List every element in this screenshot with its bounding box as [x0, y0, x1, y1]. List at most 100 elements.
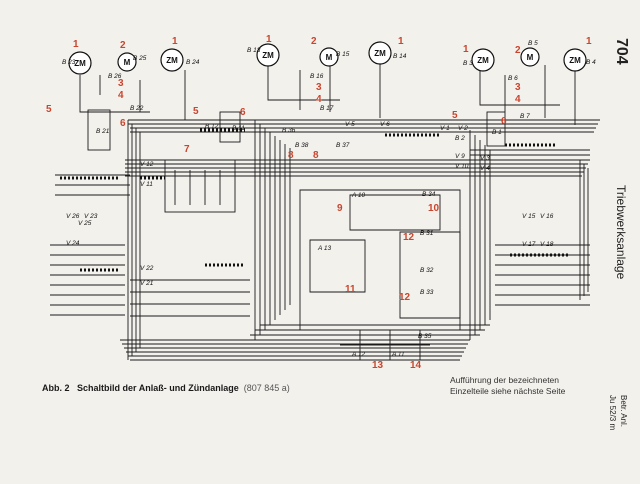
callout-number: 5 [452, 110, 458, 121]
margin-ref-2: Ju 52/3 m [608, 395, 617, 431]
component-label: B 25 [133, 55, 147, 62]
component-label: B 16 [310, 73, 324, 80]
note-line-1: Aufführung der bezeichneten [450, 375, 560, 385]
callout-number: 8 [313, 150, 319, 161]
component-label: B 6 [508, 75, 518, 82]
component-label: B 12 [205, 123, 219, 130]
motor-label: M [326, 53, 333, 62]
component-label: B 34 [422, 191, 436, 198]
component-label: B 7 [520, 113, 530, 120]
strip-label: V 5 [345, 121, 355, 128]
component-label: B 32 [420, 267, 434, 274]
component-label: A 13 [317, 245, 332, 252]
strip-label: V 3 [480, 155, 490, 162]
component-label: B 23 [62, 59, 76, 66]
component-label: B 13 [247, 47, 261, 54]
strip-label: V 25 [78, 220, 92, 227]
component-label: B 33 [420, 289, 434, 296]
component-label: B 1 [492, 129, 502, 136]
callout-number: 3 [316, 82, 322, 93]
callout-number: 12 [403, 232, 415, 243]
callout-number: 6 [501, 116, 507, 127]
component-label: B 37 [336, 142, 350, 149]
component-label: B 15 [336, 51, 350, 58]
callout-number: 1 [463, 44, 469, 55]
motor-label: M [124, 58, 131, 67]
component-label: B 21 [96, 128, 110, 135]
component-label: B 31 [420, 230, 434, 237]
strip-label: V 2 [458, 125, 468, 132]
component-label: B 11 [232, 125, 245, 132]
strip-label: V 9 [455, 153, 465, 160]
magneto-label: ZM [74, 59, 86, 68]
callout-number: 1 [172, 36, 178, 47]
component-label: B 4 [586, 59, 596, 66]
callout-number: 1 [73, 39, 79, 50]
callout-number: 12 [399, 292, 411, 303]
motor-label: M [527, 53, 534, 62]
magneto-label: ZM [374, 49, 386, 58]
component-label: B 36 [282, 127, 296, 134]
strip-label: V 10 [455, 163, 469, 170]
callout-number: 7 [184, 144, 190, 155]
strip-label: V 16 [540, 213, 554, 220]
callout-number: 11 [345, 284, 356, 295]
callout-number: 5 [193, 106, 199, 117]
strip-label: V 17 [522, 241, 536, 248]
figure-caption: Abb. 2 Schaltbild der Anlaß- und Zündanl… [42, 383, 290, 393]
strip-label: V 6 [380, 121, 390, 128]
callout-number: 4 [118, 90, 124, 101]
note-line-2: Einzelteile siehe nächste Seite [450, 386, 566, 396]
margin-ref-1: Betr. Anl. [619, 395, 628, 428]
figure-title: Schaltbild der Anlaß- und Zündanlage [77, 383, 239, 393]
component-label: B 14 [393, 53, 407, 60]
strip-label: V 1 [440, 125, 450, 132]
callout-number: 13 [372, 360, 384, 371]
callout-number: 10 [428, 203, 440, 214]
magneto-label: ZM [262, 51, 274, 60]
magneto-symbols [68, 41, 587, 75]
callout-number: 3 [515, 82, 521, 93]
page-number: 704 [613, 38, 630, 65]
strip-label: V 18 [540, 241, 554, 248]
component-label: B 35 [418, 333, 432, 340]
wiring-lines [50, 60, 600, 361]
strip-label: V 12 [140, 161, 154, 168]
callout-number: 2 [120, 40, 126, 51]
callout-number: 14 [410, 360, 422, 371]
strip-label: V 24 [66, 240, 80, 247]
strip-label: V 22 [140, 265, 154, 272]
strip-label: V 23 [84, 213, 98, 220]
component-label: A 12 [351, 351, 366, 358]
reference-note: Aufführung der bezeichneten Einzelteile … [450, 375, 565, 397]
magneto-label: ZM [166, 56, 178, 65]
strip-label: V 26 [66, 213, 80, 220]
strip-label: V 11 [140, 181, 153, 188]
figure-label: Abb. 2 [42, 383, 70, 393]
callout-number: 6 [120, 118, 126, 129]
component-label: B 3 [463, 60, 473, 67]
callout-number: 1 [266, 34, 272, 45]
component-label: B 22 [130, 105, 144, 112]
callout-number: 6 [240, 107, 246, 118]
strip-label: V 21 [140, 280, 154, 287]
component-label: B 2 [455, 135, 465, 142]
strip-label: V 4 [480, 165, 490, 172]
callout-number: 2 [515, 45, 521, 56]
section-title: Triebwerksanlage [614, 185, 628, 280]
component-label: B 17 [320, 105, 334, 112]
component-label: B 24 [186, 59, 200, 66]
callout-number: 1 [398, 36, 404, 47]
strip-label: V 15 [522, 213, 536, 220]
component-label: B 38 [295, 142, 309, 149]
component-label: A 11 [391, 351, 405, 358]
callout-number: 3 [118, 78, 124, 89]
callout-number: 5 [46, 104, 52, 115]
callout-number: 9 [337, 203, 343, 214]
callout-number: 4 [316, 94, 322, 105]
drawing-code: (807 845 a) [243, 383, 290, 393]
magneto-label: ZM [569, 56, 581, 65]
callout-number: 4 [515, 94, 521, 105]
component-label: B 5 [528, 40, 538, 47]
